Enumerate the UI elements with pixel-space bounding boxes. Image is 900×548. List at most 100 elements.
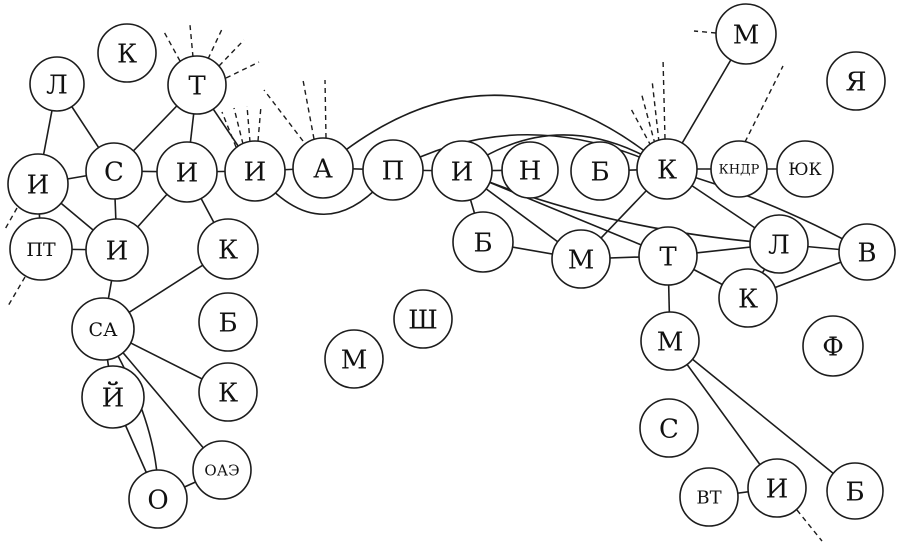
graph-node-С: С xyxy=(85,142,143,200)
node-label: СА xyxy=(89,319,119,341)
graph-node-И: И xyxy=(224,140,286,202)
graph-node-Л: Л xyxy=(749,214,809,274)
dashed-stub xyxy=(207,26,224,60)
graph-edge xyxy=(669,340,778,489)
graph-node-И: И xyxy=(156,141,218,203)
node-label: Т xyxy=(659,242,677,272)
node-label: М xyxy=(733,20,760,50)
node-label: Н xyxy=(519,156,542,186)
node-circle xyxy=(636,138,698,200)
graph-node-Ш: Ш xyxy=(393,289,453,349)
node-circle xyxy=(826,462,884,520)
node-label: С xyxy=(659,414,679,444)
node-label: Б xyxy=(473,228,492,258)
node-label: М xyxy=(341,345,368,375)
node-circle xyxy=(570,141,630,201)
graph-node-Б: Б xyxy=(198,292,258,352)
node-label: К xyxy=(738,284,758,314)
node-label: О xyxy=(147,485,168,515)
graph-node-ВТ: ВТ xyxy=(679,467,739,527)
graph-node-Й: Й xyxy=(81,365,145,429)
node-circle xyxy=(97,23,157,83)
node-label: Ш xyxy=(408,305,438,335)
node-circle xyxy=(639,398,699,458)
node-circle xyxy=(9,217,73,281)
graph-node-К: К xyxy=(198,362,258,422)
node-label: Л xyxy=(768,230,790,260)
graph-edge xyxy=(392,133,668,171)
graph-node-А: А xyxy=(292,137,354,199)
node-label: И xyxy=(27,170,50,200)
node-circle xyxy=(551,229,611,289)
node-circle xyxy=(749,214,809,274)
node-label: Л xyxy=(46,70,68,100)
node-circle xyxy=(362,139,424,201)
node-label: ЮК xyxy=(788,160,821,180)
node-label: И xyxy=(176,158,199,188)
graph-node-Ф: Ф xyxy=(802,315,864,377)
graph-node-Б: Б xyxy=(570,141,630,201)
dashed-stub xyxy=(263,89,304,142)
node-label: С xyxy=(104,157,124,187)
graph-node-СА: СА xyxy=(71,297,135,361)
graph-node-ПТ: ПТ xyxy=(9,217,73,281)
graph-node-В: В xyxy=(838,223,896,281)
graph-node-Б: Б xyxy=(826,462,884,520)
graph-node-О: О xyxy=(128,469,188,529)
node-label: ВТ xyxy=(696,487,721,508)
node-label: М xyxy=(568,245,595,275)
graph-node-Б: Б xyxy=(452,211,514,273)
node-label: И xyxy=(244,157,267,187)
node-circle xyxy=(7,153,69,215)
dashed-stub xyxy=(218,39,245,67)
node-circle xyxy=(192,440,252,500)
node-label: К xyxy=(218,378,238,408)
node-circle xyxy=(747,458,807,518)
node-circle xyxy=(393,289,453,349)
graph-node-ЮК: ЮК xyxy=(776,140,834,198)
node-label: Т xyxy=(188,71,206,101)
node-circle xyxy=(501,141,559,199)
graph-edge xyxy=(669,340,856,492)
node-circle xyxy=(776,140,834,198)
node-label: Ф xyxy=(822,332,844,362)
node-circle xyxy=(81,365,145,429)
graph-node-К: К xyxy=(97,23,157,83)
dashed-stub xyxy=(796,509,823,542)
dashed-stub xyxy=(162,29,181,62)
graph-node-КНДР: КНДР xyxy=(710,140,768,198)
node-label: Я xyxy=(846,67,867,97)
graph-node-И: И xyxy=(85,218,149,282)
node-label: Б xyxy=(590,157,609,187)
dashed-stub xyxy=(662,57,666,140)
node-circle xyxy=(167,55,227,115)
graph-node-С: С xyxy=(639,398,699,458)
node-circle xyxy=(156,141,218,203)
dashed-stub xyxy=(225,61,260,79)
node-label: К xyxy=(218,235,238,265)
dashed-stub xyxy=(233,107,244,145)
node-circle xyxy=(431,140,493,202)
graph-node-М: М xyxy=(640,311,700,371)
node-circle xyxy=(802,315,864,377)
dashed-stub xyxy=(629,106,652,147)
node-label: ОАЭ xyxy=(204,461,239,479)
node-circle xyxy=(826,51,886,111)
node-label: Б xyxy=(218,308,237,338)
graph-edge xyxy=(322,94,668,170)
graph-node-И: И xyxy=(7,153,69,215)
node-circle xyxy=(679,467,739,527)
dashed-stub xyxy=(7,276,26,307)
node-circle xyxy=(838,223,896,281)
dashed-stub xyxy=(324,79,327,139)
graph-node-К: К xyxy=(718,268,778,328)
node-circle xyxy=(324,329,384,389)
dashed-stub-layer xyxy=(3,24,823,542)
node-circle xyxy=(29,56,85,112)
dashed-stub xyxy=(189,24,194,58)
node-label: И xyxy=(106,236,129,266)
edge-layer xyxy=(37,33,868,500)
graph-node-К: К xyxy=(636,138,698,200)
node-circle xyxy=(85,218,149,282)
dashed-stub xyxy=(302,79,315,140)
